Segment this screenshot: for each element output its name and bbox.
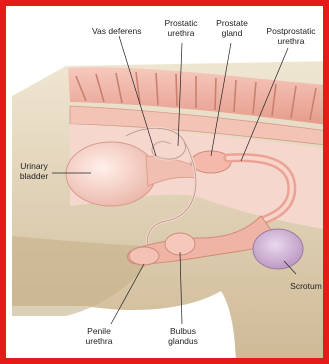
anatomy-diagram: Vas deferens Prostatic urethra Prostate … bbox=[6, 6, 329, 364]
label-prostate-gland-line2: gland bbox=[222, 28, 243, 38]
bulbus-glandus bbox=[165, 233, 195, 255]
label-bulbus-glandus-line1: Bulbus bbox=[170, 326, 196, 336]
label-postprostatic-urethra-line2: urethra bbox=[278, 36, 305, 46]
label-prostatic-urethra-line2: urethra bbox=[168, 28, 195, 38]
label-scrotum: Scrotum bbox=[290, 281, 322, 291]
label-urinary-bladder-line2: bladder bbox=[20, 171, 49, 181]
label-penile-urethra-line2: urethra bbox=[86, 336, 113, 346]
glans-tip bbox=[129, 247, 159, 265]
urinary-bladder bbox=[66, 142, 156, 206]
label-penile-urethra-line1: Penile bbox=[87, 326, 111, 336]
label-prostatic-urethra-line1: Prostatic bbox=[164, 18, 198, 28]
label-prostate-gland-line1: Prostate bbox=[216, 18, 248, 28]
scrotum bbox=[253, 229, 303, 269]
label-bulbus-glandus-line2: glandus bbox=[168, 336, 198, 346]
label-vas-deferens: Vas deferens bbox=[92, 26, 141, 36]
label-postprostatic-urethra-line1: Postprostatic bbox=[266, 26, 316, 36]
label-urinary-bladder-line1: Urinary bbox=[20, 161, 48, 171]
